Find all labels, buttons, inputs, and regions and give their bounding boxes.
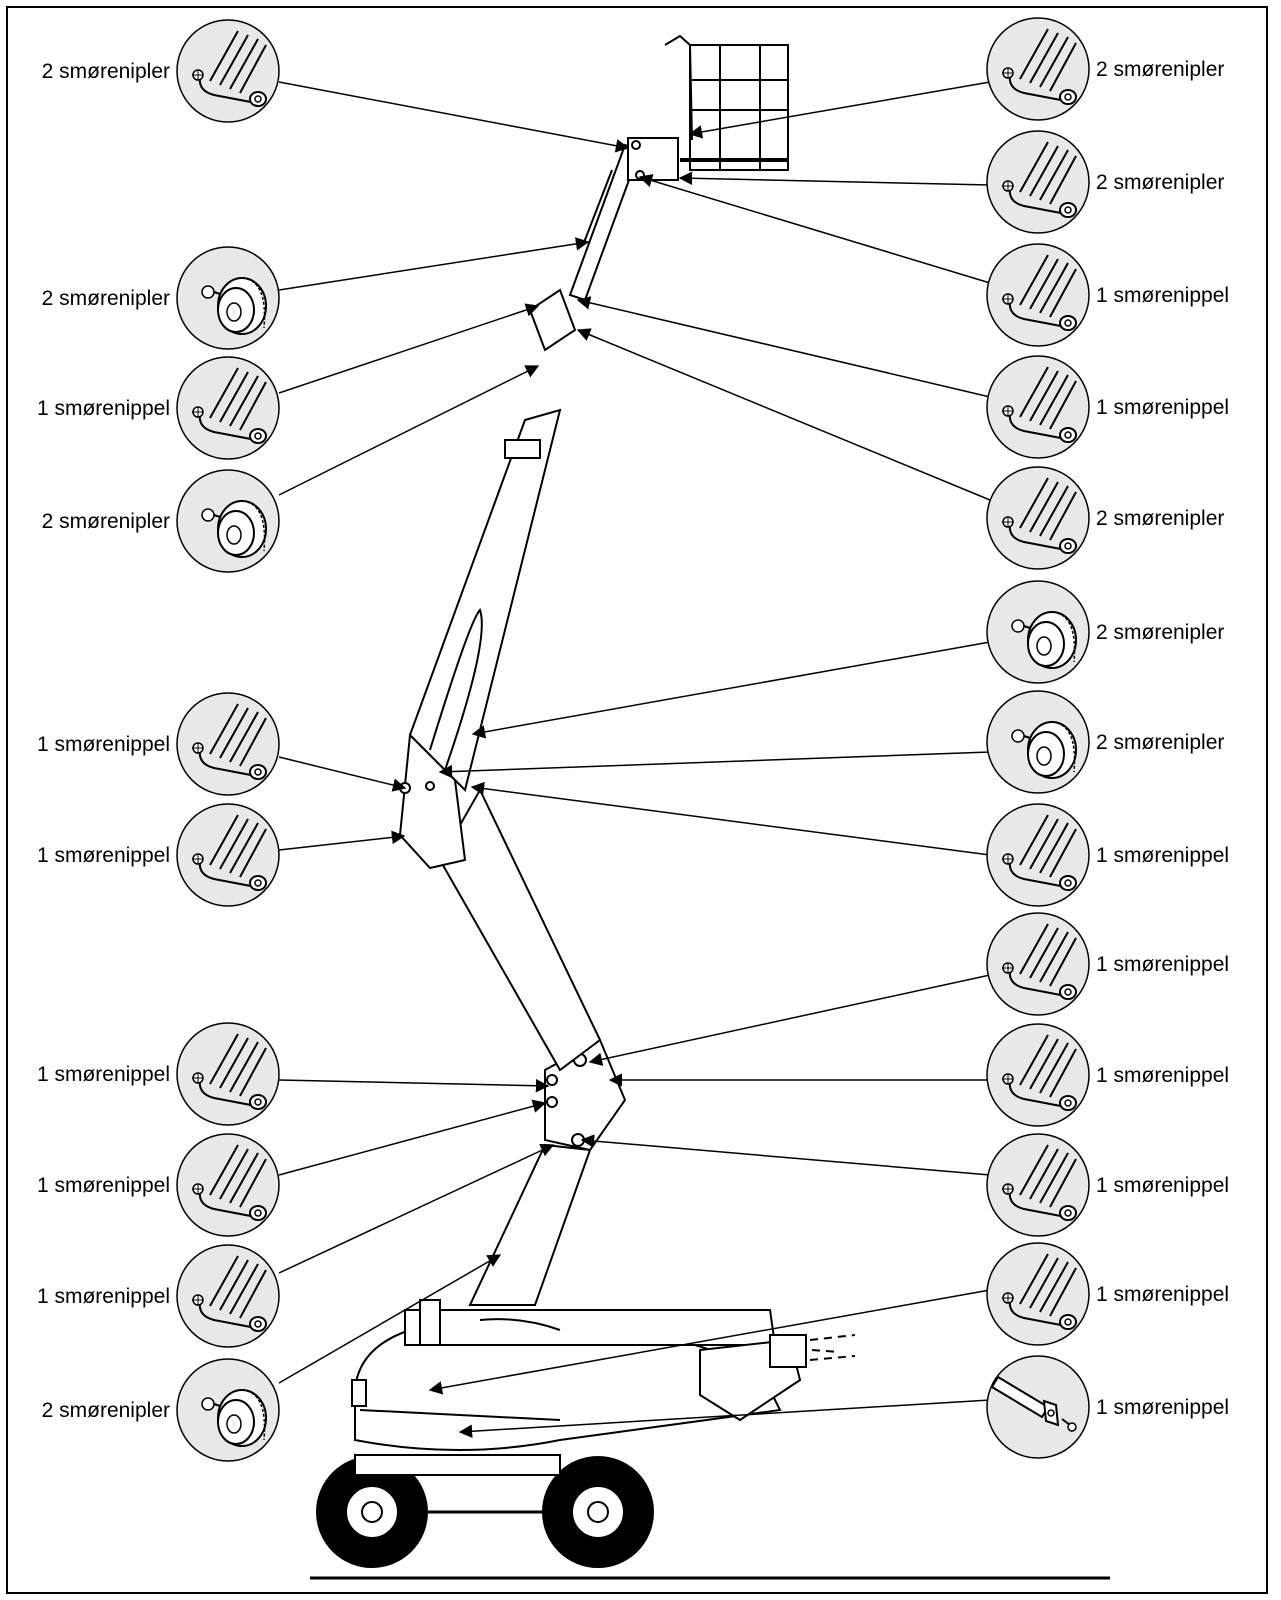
callout-R5: 2 smørenipler xyxy=(986,466,1224,570)
wheel-rear xyxy=(542,1456,654,1568)
callout-R4: 1 smørenippel xyxy=(986,355,1229,459)
bushing-grease-nipple-icon xyxy=(176,1358,280,1462)
bushing-grease-nipple-icon xyxy=(986,690,1090,794)
callout-label: 2 smørenipler xyxy=(1096,621,1224,644)
pin-grease-nipple-icon xyxy=(986,466,1090,570)
basket xyxy=(664,34,789,171)
callout-R3: 1 smørenippel xyxy=(986,243,1229,347)
pin-grease-nipple-icon xyxy=(986,912,1090,1016)
upper-boom xyxy=(408,408,562,792)
machine-drawing xyxy=(310,34,1110,1580)
callout-label: 1 smørenippel xyxy=(1096,1283,1229,1306)
riser-lower xyxy=(468,1143,592,1306)
callout-label: 1 smørenippel xyxy=(1096,953,1229,976)
callout-R1: 2 smørenipler xyxy=(986,17,1224,121)
callout-L8: 1 smørenippel xyxy=(37,1133,280,1237)
pin-grease-nipple-icon xyxy=(176,1133,280,1237)
callout-R7: 2 smørenipler xyxy=(986,690,1224,794)
callout-label: 1 smørenippel xyxy=(37,1063,170,1086)
pin-grease-nipple-icon xyxy=(986,243,1090,347)
callout-L1: 2 smørenipler xyxy=(42,19,280,123)
pin-grease-nipple-icon xyxy=(176,803,280,907)
pin-grease-nipple-icon xyxy=(176,1022,280,1126)
pin-grease-nipple-icon xyxy=(986,355,1090,459)
callout-label: 1 smørenippel xyxy=(1096,1064,1229,1087)
pin-grease-nipple-icon xyxy=(176,1244,280,1348)
callout-L10: 2 smørenipler xyxy=(42,1358,280,1462)
pin-grease-nipple-icon xyxy=(176,692,280,796)
bushing-grease-nipple-icon xyxy=(176,469,280,573)
callout-label: 2 smørenipler xyxy=(42,1399,170,1422)
callout-R10: 1 smørenippel xyxy=(986,1023,1229,1127)
boom-head xyxy=(528,288,577,352)
main-boom xyxy=(438,787,602,1072)
lower-boom xyxy=(404,1309,777,1346)
pin-grease-nipple-icon xyxy=(986,803,1090,907)
callout-R12: 1 smørenippel xyxy=(986,1242,1229,1346)
diagram-frame xyxy=(6,6,1268,1594)
pin-grease-nipple-icon xyxy=(176,19,280,123)
callout-L7: 1 smørenippel xyxy=(37,1022,280,1126)
callout-label: 2 smørenipler xyxy=(1096,507,1224,530)
callout-label: 1 smørenippel xyxy=(1096,284,1229,307)
callout-label: 1 smørenippel xyxy=(1096,844,1229,867)
callout-L2: 2 smørenipler xyxy=(42,246,280,350)
callouts-left: 2 smørenipler 2 smørenipler 1 smørenippe… xyxy=(37,19,280,1462)
callout-R9: 1 smørenippel xyxy=(986,912,1229,1016)
callout-L9: 1 smørenippel xyxy=(37,1244,280,1348)
callout-R8: 1 smørenippel xyxy=(986,803,1229,907)
callout-label: 1 smørenippel xyxy=(1096,1174,1229,1197)
pin-grease-nipple-icon xyxy=(176,356,280,460)
callout-label: 1 smørenippel xyxy=(37,1174,170,1197)
callout-label: 2 smørenipler xyxy=(1096,58,1224,81)
callout-label: 2 smørenipler xyxy=(42,287,170,310)
callout-label: 1 smørenippel xyxy=(37,733,170,756)
pin-grease-nipple-icon xyxy=(986,1023,1090,1127)
leader-lines xyxy=(278,81,991,1439)
callout-label: 1 smørenippel xyxy=(37,397,170,420)
callout-label: 2 smørenipler xyxy=(1096,171,1224,194)
pin-grease-nipple-icon xyxy=(986,130,1090,234)
callout-label: 2 smørenipler xyxy=(1096,731,1224,754)
bushing-grease-nipple-icon xyxy=(986,580,1090,684)
callout-R13: 1 smørenippel xyxy=(986,1355,1229,1459)
knuckle-upper xyxy=(398,732,467,870)
callout-L3: 1 smørenippel xyxy=(37,356,280,460)
pin-grease-nipple-icon xyxy=(986,1242,1090,1346)
callout-label: 1 smørenippel xyxy=(37,844,170,867)
axle-grease-nipple-icon xyxy=(986,1355,1090,1459)
callout-R11: 1 smørenippel xyxy=(986,1133,1229,1237)
pin-grease-nipple-icon xyxy=(986,1133,1090,1237)
callout-label: 1 smørenippel xyxy=(1096,396,1229,419)
pin-grease-nipple-icon xyxy=(986,17,1090,121)
callout-label: 2 smørenipler xyxy=(42,60,170,83)
callout-label: 1 smørenippel xyxy=(37,1285,170,1308)
chassis xyxy=(354,1454,561,1476)
callout-L5: 1 smørenippel xyxy=(37,692,280,796)
callout-L4: 2 smørenipler xyxy=(42,469,280,573)
callout-R2: 2 smørenipler xyxy=(986,130,1224,234)
callout-label: 1 smørenippel xyxy=(1096,1396,1229,1419)
callout-L6: 1 smørenippel xyxy=(37,803,280,907)
bushing-grease-nipple-icon xyxy=(176,246,280,350)
callouts-right: 2 smørenipler 2 smørenipler 1 smørenippe… xyxy=(986,17,1229,1459)
callout-R6: 2 smørenipler xyxy=(986,580,1224,684)
callout-label: 2 smørenipler xyxy=(42,510,170,533)
wheel-front xyxy=(316,1456,428,1568)
